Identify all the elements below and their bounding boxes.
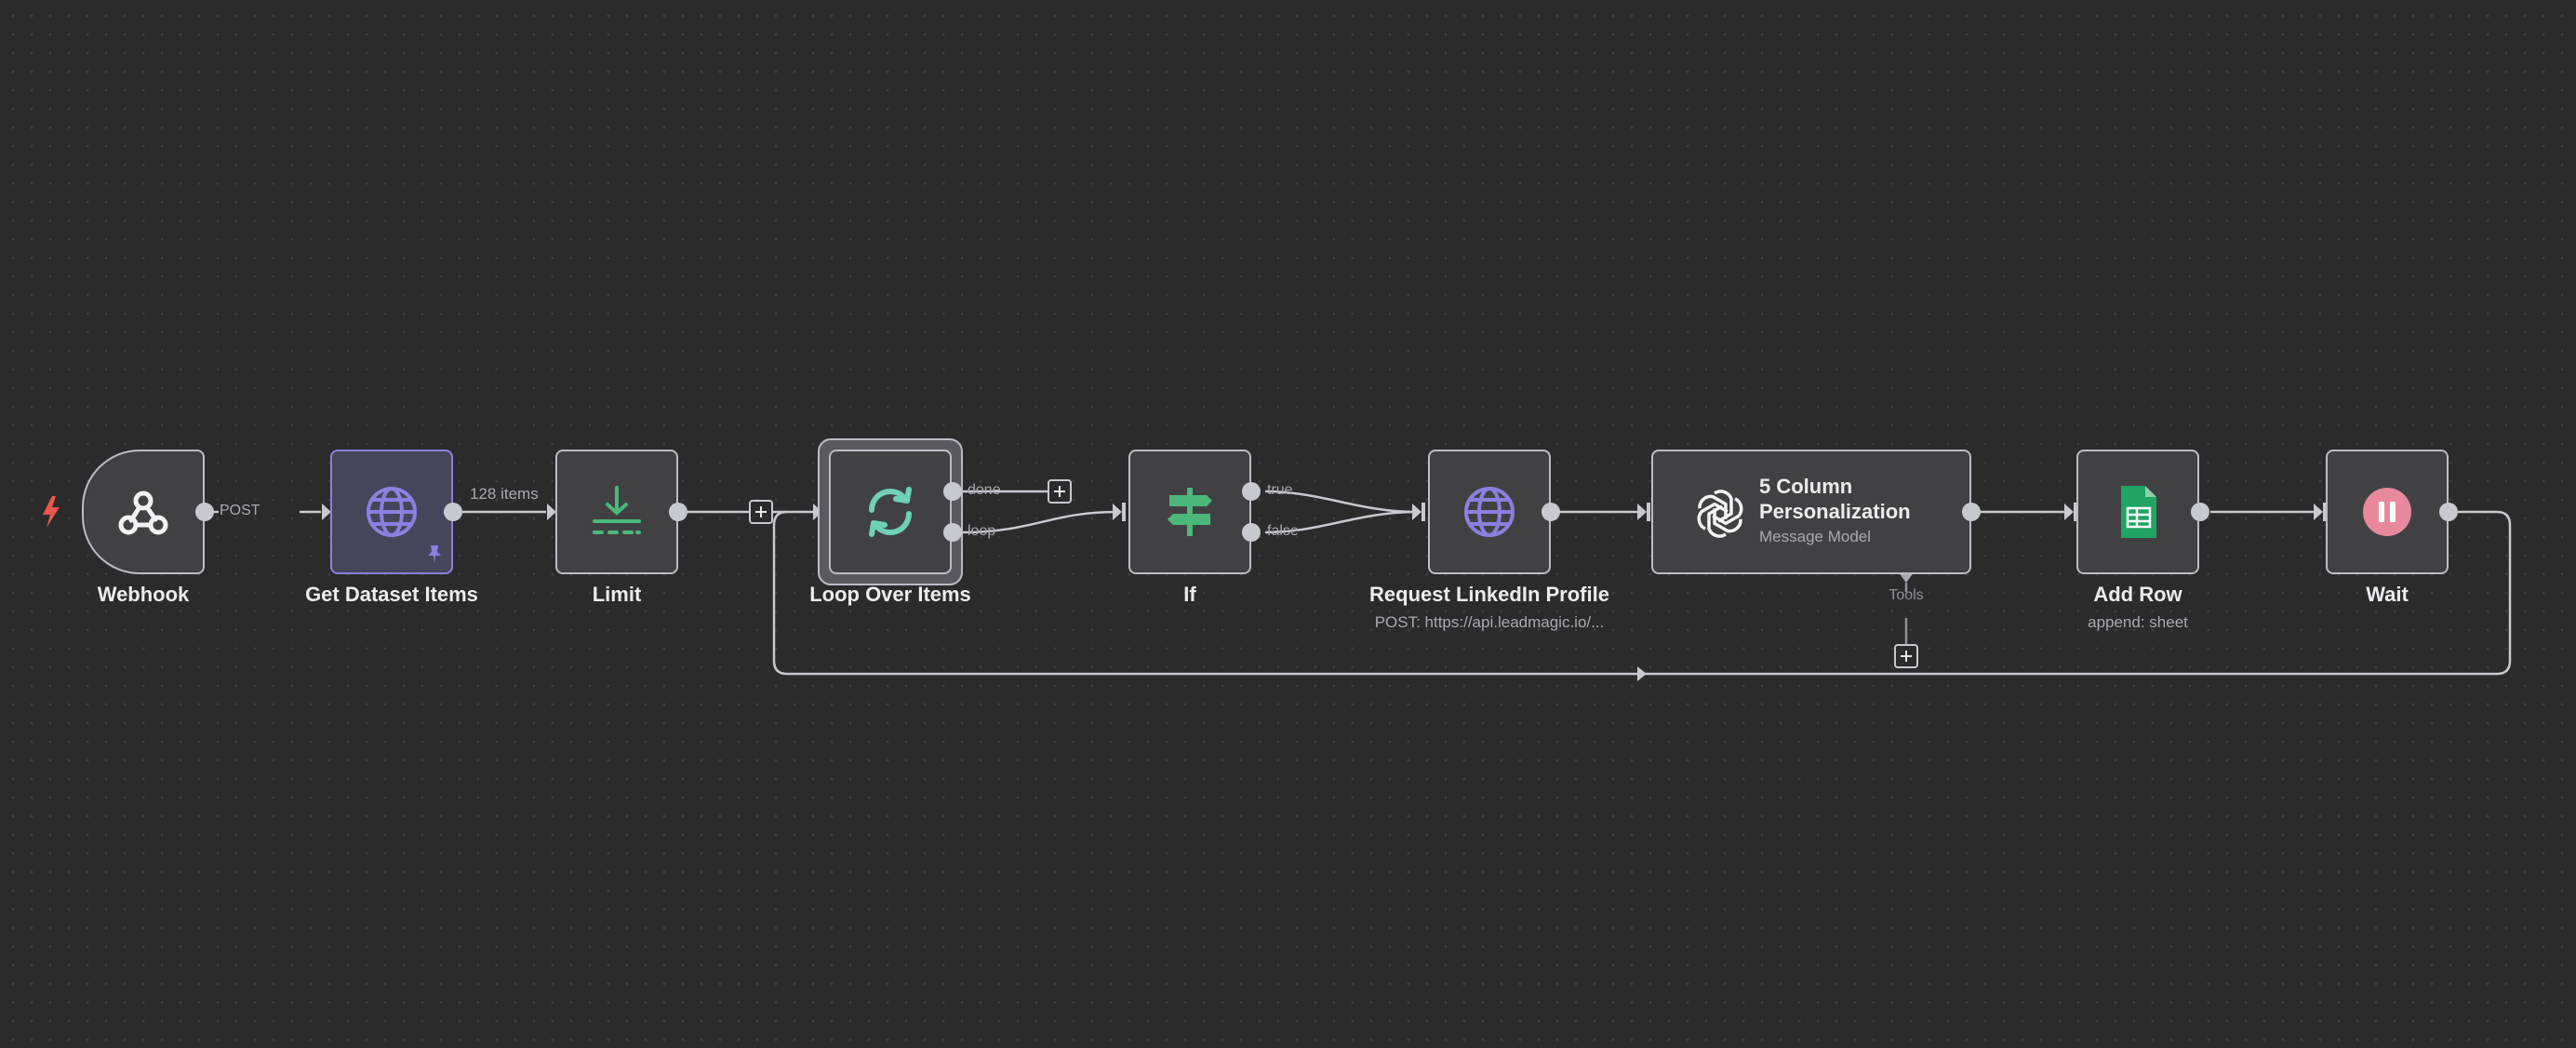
limit-node[interactable] (555, 450, 678, 574)
if-false-output-handle[interactable] (1242, 523, 1261, 542)
loop-loop-output-handle[interactable] (943, 523, 962, 542)
connection-loop-to-if (961, 510, 1117, 534)
globe-icon (1464, 487, 1515, 537)
webhook-icon (118, 490, 168, 535)
add-tool-plus-button[interactable] (1894, 644, 1918, 668)
request-linkedin-profile-node[interactable] (1428, 450, 1551, 574)
wait-label: Wait (2366, 583, 2409, 606)
if-true-label: true (1267, 482, 1293, 498)
personalization-node[interactable]: 5 Column Personalization Message Model (1651, 450, 1971, 574)
personalization-subtitle: Message Model (1759, 528, 1872, 545)
personalization-text: 5 Column Personalization Message Model (1759, 474, 1917, 546)
webhook-node[interactable] (82, 450, 205, 574)
personalization-output-handle[interactable] (1962, 503, 1981, 521)
webhook-method-label: POST (220, 503, 260, 518)
google-sheets-icon (2121, 486, 2156, 538)
loop-done-output-handle[interactable] (943, 482, 962, 501)
if-false-label: false (1267, 523, 1299, 539)
request-output-handle[interactable] (1542, 503, 1560, 521)
request-linkedin-profile-subtitle: POST: https://api.leadmagic.io/... (1374, 613, 1605, 631)
get-dataset-items-node[interactable] (330, 450, 453, 574)
plus-icon (1901, 651, 1912, 662)
webhook-label: Webhook (97, 583, 190, 606)
wait-output-handle[interactable] (2439, 503, 2458, 521)
limit-label: Limit (592, 583, 642, 606)
pause-icon (2363, 488, 2411, 536)
loop-done-label: done (968, 482, 1001, 498)
if-true-output-handle[interactable] (1242, 482, 1261, 501)
connection-if-false-to-request (1264, 510, 1417, 534)
request-linkedin-profile-label: Request LinkedIn Profile (1369, 583, 1609, 606)
plus-icon (1054, 486, 1065, 497)
loop-over-items-node[interactable] (829, 450, 952, 574)
limit-output-handle[interactable] (669, 503, 687, 521)
add-node-plus-button[interactable] (749, 500, 773, 524)
loop-loop-label: loop (968, 523, 996, 539)
get-dataset-output-handle[interactable] (444, 503, 462, 521)
loop-done-plus-button[interactable] (1048, 479, 1072, 504)
openai-icon (1697, 490, 1743, 538)
signpost-icon (1168, 488, 1212, 536)
limit-icon (593, 486, 641, 534)
personalization-title: 5 Column Personalization (1759, 475, 1911, 523)
add-row-output-handle[interactable] (2191, 503, 2209, 521)
connection-wait-loop-back (772, 510, 2512, 676)
loop-over-items-label: Loop Over Items (809, 583, 971, 606)
add-row-label: Add Row (2093, 583, 2182, 606)
trigger-bolt-icon (43, 496, 60, 528)
globe-icon (367, 487, 417, 537)
loop-back-arrow (1637, 666, 1647, 681)
plus-icon (755, 506, 767, 517)
if-node[interactable] (1128, 450, 1251, 574)
loop-icon (869, 487, 912, 537)
add-row-subtitle: append: sheet (2088, 613, 2188, 631)
add-row-node[interactable] (2076, 450, 2199, 574)
webhook-output-handle[interactable] (195, 503, 214, 521)
get-dataset-items-label: Get Dataset Items (305, 583, 478, 606)
tools-label: Tools (1889, 587, 1924, 603)
wait-node[interactable] (2326, 450, 2449, 574)
connection-if-true-to-request (1264, 490, 1417, 514)
pin-icon (428, 545, 441, 564)
item-count-label: 128 items (470, 485, 539, 503)
if-label: If (1183, 583, 1196, 606)
